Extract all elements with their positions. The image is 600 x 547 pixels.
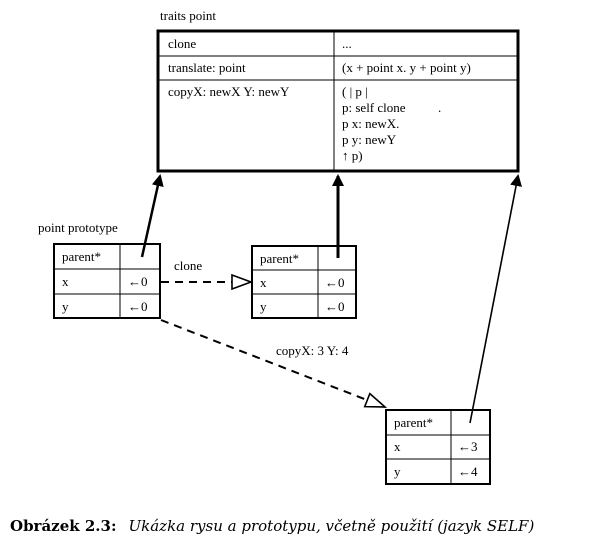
traits-row-copy-line-3: p x: newX. bbox=[342, 116, 399, 131]
clone-x-slot: x bbox=[260, 275, 267, 290]
caption-text: Ukázka rysu a prototypu, včetně použití … bbox=[129, 517, 535, 535]
prototype-parent-slot: parent* bbox=[62, 249, 101, 264]
prototype-x-value: ←0 bbox=[128, 274, 148, 289]
clone-y-value: ←0 bbox=[325, 299, 345, 314]
traits-title: traits point bbox=[160, 8, 216, 23]
traits-row-copy-line-1: ( | p | bbox=[342, 84, 368, 99]
copy-box: parent* x ←3 y ←4 bbox=[385, 409, 491, 485]
prototype-x-slot: x bbox=[62, 274, 69, 289]
traits-row-translate-slot: translate: point bbox=[168, 60, 246, 75]
copy-edge-label: copyX: 3 Y: 4 bbox=[276, 343, 349, 358]
copy-y-slot: y bbox=[394, 464, 401, 479]
traits-row-translate-value: (x + point x. y + point y) bbox=[342, 60, 471, 75]
prototype-y-slot: y bbox=[62, 299, 69, 314]
caption-label: Obrázek 2.3: bbox=[10, 517, 117, 535]
traits-row-copy-slot: copyX: newX Y: newY bbox=[168, 84, 290, 99]
figure-caption: Obrázek 2.3: Ukázka rysu a prototypu, vč… bbox=[10, 517, 534, 535]
traits-row-copy-line-4: p y: newY bbox=[342, 132, 397, 147]
copy-x-slot: x bbox=[394, 439, 401, 454]
clone-parent-slot: parent* bbox=[260, 251, 299, 266]
traits-row-copy-line-2: p: self clone bbox=[342, 100, 406, 115]
traits-row-copy-line-5: ↑ p) bbox=[342, 148, 363, 163]
prototype-y-value: ←0 bbox=[128, 299, 148, 314]
traits-row-clone-slot: clone bbox=[168, 36, 196, 51]
prototype-title: point prototype bbox=[38, 220, 118, 235]
clone-x-value: ←0 bbox=[325, 275, 345, 290]
copy-parent-arrow bbox=[469, 174, 522, 424]
clone-edge-label: clone bbox=[174, 258, 202, 273]
prototype-parent-arrow bbox=[140, 174, 164, 258]
copy-y-value: ←4 bbox=[458, 464, 478, 479]
copy-derivation-arrow bbox=[160, 319, 385, 408]
traits-row-clone-value: ... bbox=[342, 36, 352, 51]
copy-parent-slot: parent* bbox=[394, 415, 433, 430]
prototype-box: parent* x ←0 y ←0 bbox=[53, 243, 161, 319]
traits-stray-dot: . bbox=[438, 100, 441, 115]
copy-x-value: ←3 bbox=[458, 439, 478, 454]
clone-y-slot: y bbox=[260, 299, 267, 314]
clone-box: parent* x ←0 y ←0 bbox=[251, 245, 357, 319]
traits-box: clone ... translate: point (x + point x.… bbox=[156, 29, 520, 173]
